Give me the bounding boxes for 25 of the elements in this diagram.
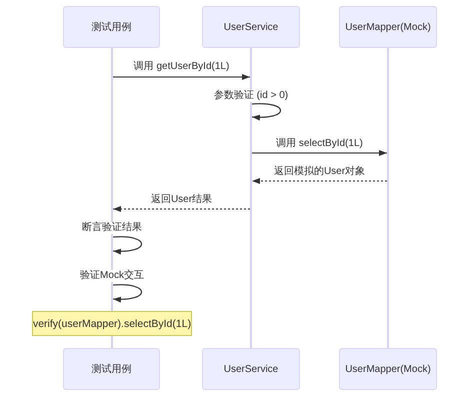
actor-box: UserService (202, 6, 300, 48)
message-label: 断言验证结果 (81, 222, 143, 234)
message-label: 返回User结果 (150, 194, 214, 206)
actor-box: 测试用例 (63, 348, 160, 390)
note-box: verify(userMapper).selectById(1L) (32, 311, 192, 336)
actor-box: UserMapper(Mock) (339, 6, 437, 48)
message-label: 调用 selectById(1L) (275, 138, 364, 150)
message-label: 返回模拟的User对象 (272, 166, 366, 178)
lifeline (111, 336, 113, 348)
message-arrow (252, 178, 387, 184)
actor-box: 测试用例 (63, 6, 160, 48)
lifeline (387, 48, 389, 348)
message-label: 调用 getUserById(1L) (132, 61, 230, 73)
message-arrow (113, 74, 250, 80)
lifeline (250, 48, 252, 348)
lifeline (111, 48, 113, 311)
self-message-arrow (112, 236, 142, 254)
message-label: 验证Mock交互 (79, 270, 145, 282)
message-arrow (113, 206, 250, 212)
self-message-arrow (112, 284, 142, 302)
actor-box: UserService (202, 348, 300, 390)
actor-box: UserMapper(Mock) (339, 348, 437, 390)
self-message-arrow (252, 103, 282, 120)
message-label: 参数验证 (id > 0) (212, 90, 290, 102)
message-arrow (252, 150, 387, 156)
